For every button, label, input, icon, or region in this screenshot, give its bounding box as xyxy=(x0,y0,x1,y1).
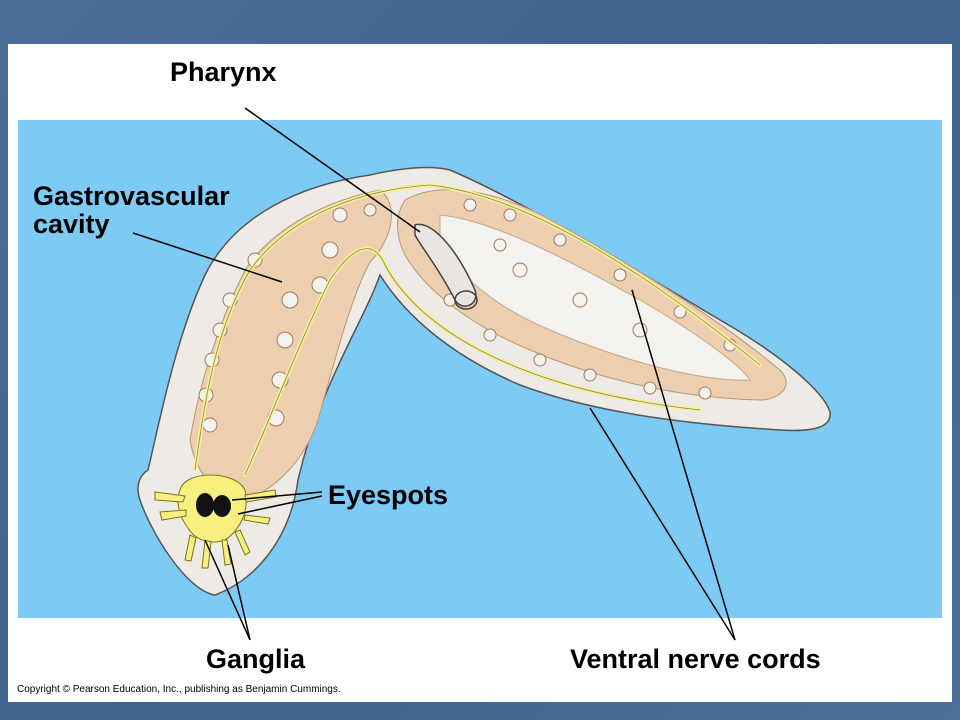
nerve-cord-outlines xyxy=(194,184,761,476)
leader-lines xyxy=(132,107,736,641)
gut-inner-channel xyxy=(439,214,751,381)
ventral-nerve-cords-label: Ventral nerve cords xyxy=(570,644,821,674)
gastrovascular-label-line2: cavity xyxy=(33,209,110,240)
ganglia-label: Ganglia xyxy=(206,644,306,674)
pharynx-label: Pharynx xyxy=(170,57,277,87)
pharynx xyxy=(414,223,477,307)
gastrovascular-cavity-label: Gastrovascular cavity xyxy=(33,182,230,239)
eyespot-right xyxy=(213,495,231,517)
eyespot-left xyxy=(196,493,214,517)
gastrovascular-label-line1: Gastrovascular xyxy=(33,181,230,211)
copyright-notice: Copyright © Pearson Education, Inc., pub… xyxy=(17,684,341,695)
pharynx-opening xyxy=(454,290,478,310)
eyespots-label: Eyespots xyxy=(328,480,449,510)
